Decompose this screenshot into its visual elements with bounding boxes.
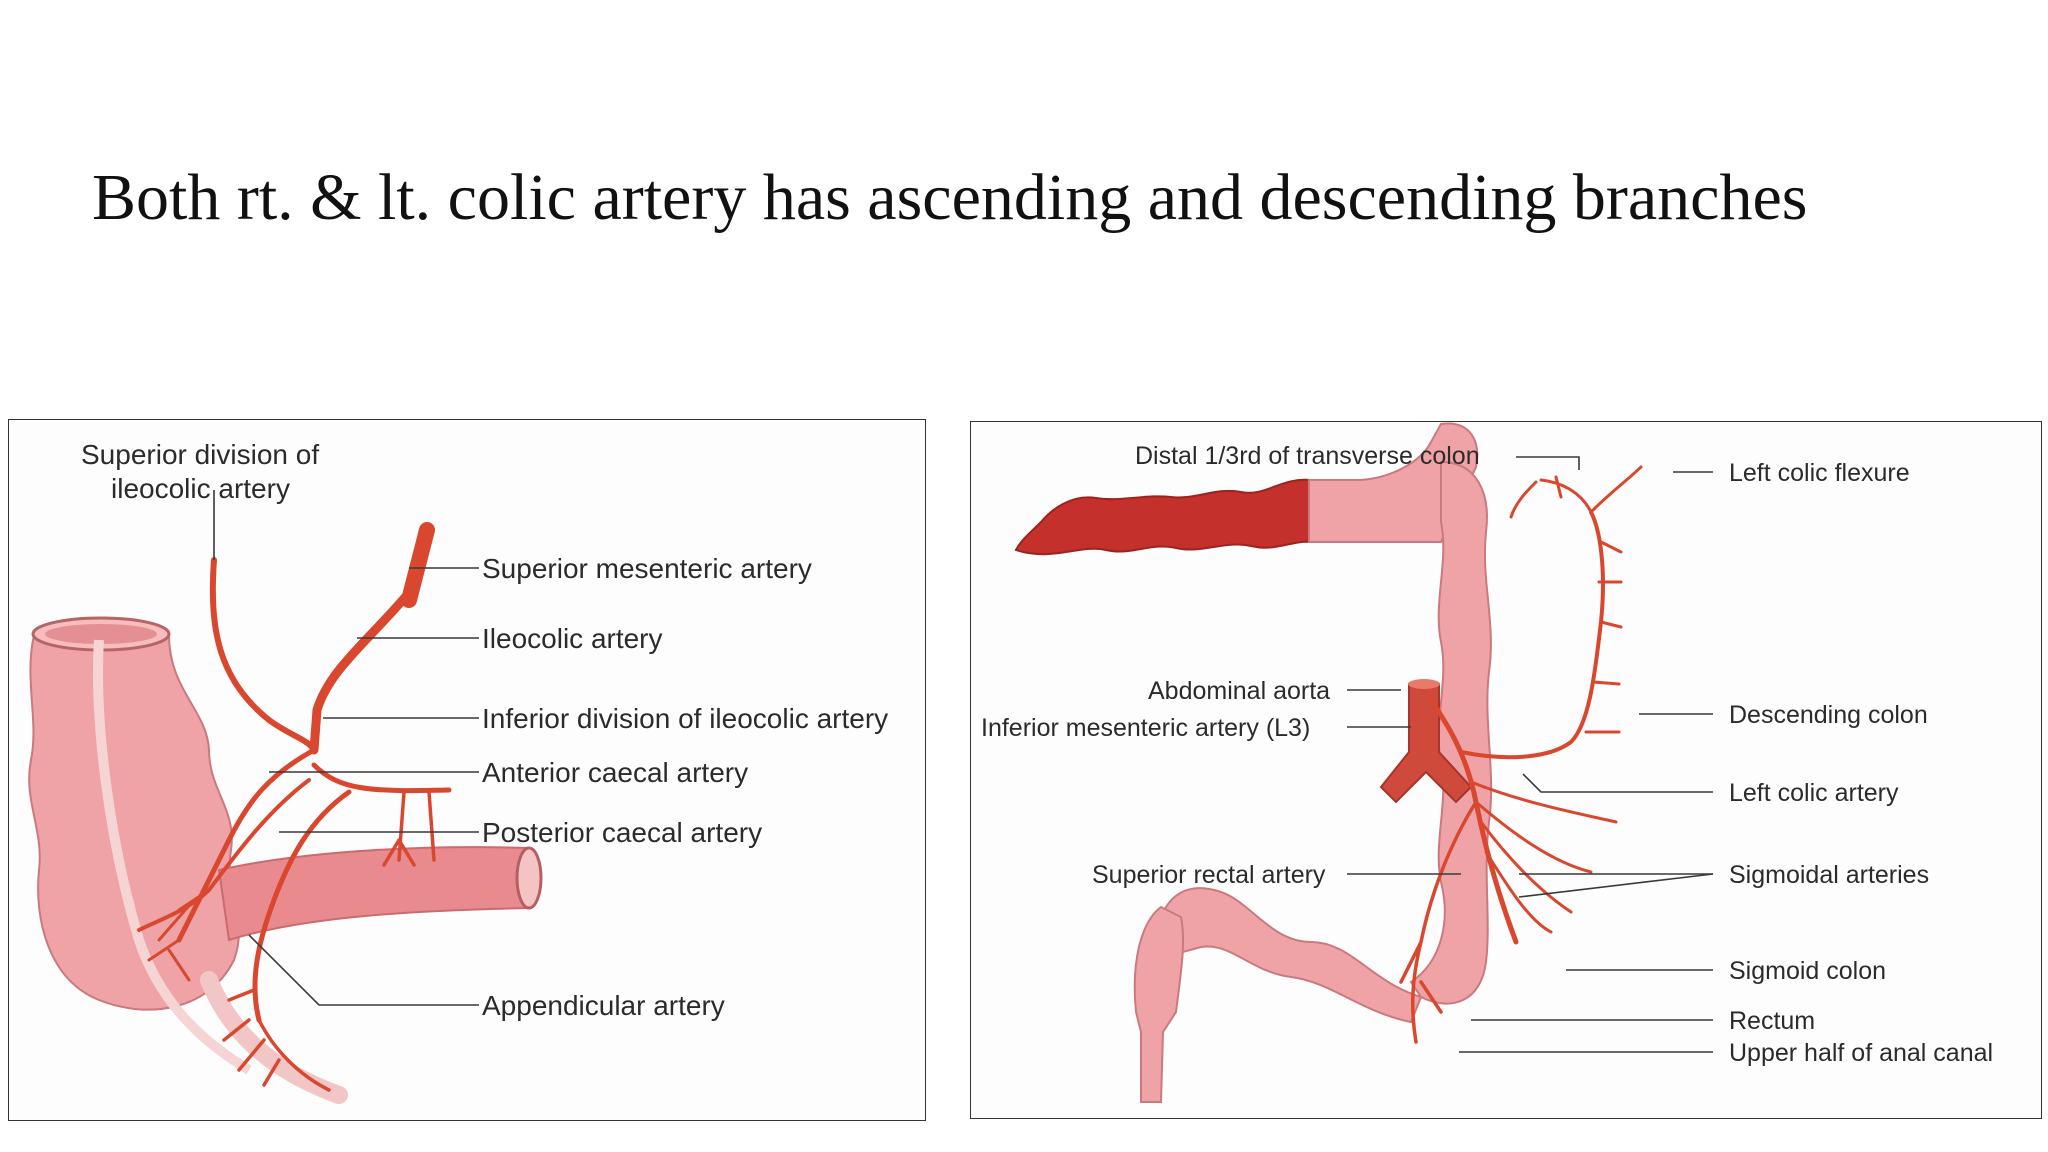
right-leader-lines xyxy=(1347,456,1714,1053)
label-appendicular-artery: Appendicular artery xyxy=(482,990,725,1021)
label-posterior-caecal-artery: Posterior caecal artery xyxy=(482,817,762,848)
ileocolic-diagram: Superior division of ileocolic artery Su… xyxy=(28,439,888,1104)
terminal-ileum xyxy=(217,846,543,942)
label-ileocolic-artery: Ileocolic artery xyxy=(482,623,663,654)
inferior-mesenteric-arteries xyxy=(1399,465,1643,1044)
label-distal-transverse-colon: Distal 1/3rd of transverse colon xyxy=(1135,442,1480,470)
label-sigmoid-colon: Sigmoid colon xyxy=(1729,957,1886,985)
ileocolic-diagram-panel: Superior division of ileocolic artery Su… xyxy=(8,419,926,1121)
inferior-mesenteric-diagram: Distal 1/3rd of transverse colon Left co… xyxy=(981,422,1993,1103)
label-descending-colon: Descending colon xyxy=(1729,701,1928,729)
label-inferior-division: Inferior division of ileocolic artery xyxy=(482,703,888,734)
transverse-colon xyxy=(1014,422,1479,556)
label-left-colic-flexure: Left colic flexure xyxy=(1729,459,1910,487)
label-rectum: Rectum xyxy=(1729,1007,1815,1035)
label-superior-mesenteric-artery: Superior mesenteric artery xyxy=(482,553,812,584)
caecum-ascending-colon xyxy=(28,616,252,1075)
label-anterior-caecal-artery: Anterior caecal artery xyxy=(482,757,748,788)
label-superior-division-line2: ileocolic artery xyxy=(111,473,290,504)
label-upper-half-anal-canal: Upper half of anal canal xyxy=(1729,1039,1993,1067)
inferior-mesenteric-diagram-panel: Distal 1/3rd of transverse colon Left co… xyxy=(970,421,2042,1119)
label-superior-division-line1: Superior division of xyxy=(81,439,319,470)
label-superior-rectal-artery: Superior rectal artery xyxy=(1092,861,1326,889)
label-left-colic-artery: Left colic artery xyxy=(1729,779,1899,807)
label-sigmoidal-arteries: Sigmoidal arteries xyxy=(1729,861,1929,889)
ileocolic-arteries xyxy=(137,522,452,1092)
superior-mesenteric-artery-vessel xyxy=(401,522,435,608)
appendix xyxy=(200,971,348,1104)
sigmoid-colon xyxy=(1149,887,1423,1024)
slide-title: Both rt. & lt. colic artery has ascendin… xyxy=(92,161,1808,234)
left-leader-lines xyxy=(213,490,479,1006)
label-abdominal-aorta: Abdominal aorta xyxy=(1148,677,1330,705)
abdominal-aorta xyxy=(1379,679,1473,804)
rectum xyxy=(1133,905,1185,1103)
label-inferior-mesenteric-artery: Inferior mesenteric artery (L3) xyxy=(981,714,1310,742)
